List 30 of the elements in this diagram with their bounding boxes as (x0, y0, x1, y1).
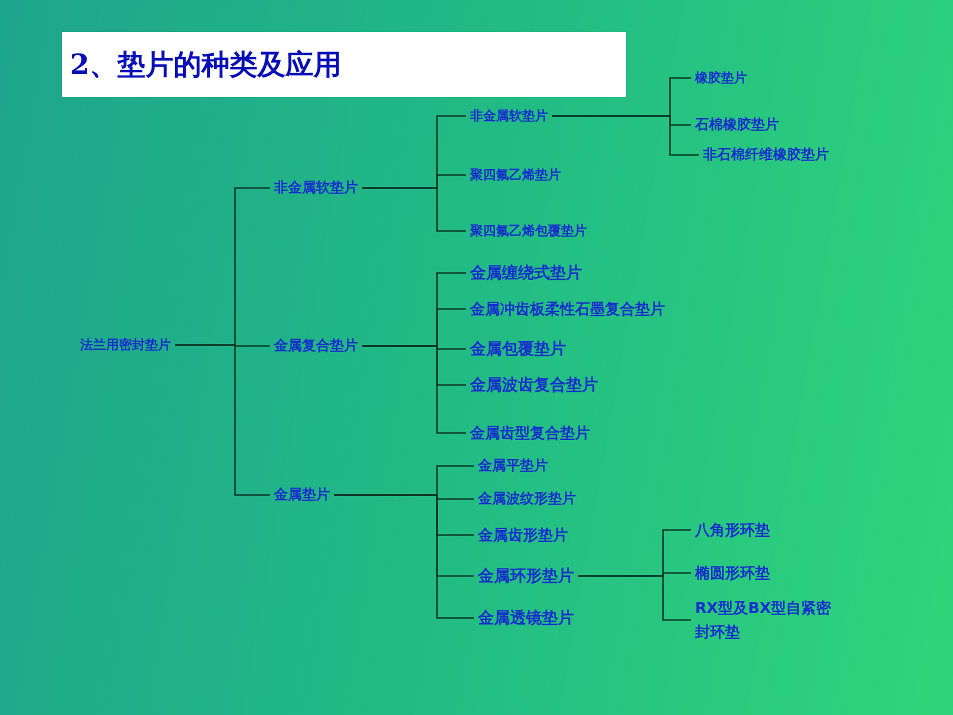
connector-line (362, 345, 466, 434)
node-label: 椭圆形环垫 (691, 564, 774, 582)
node-label: 非金属软垫片 (270, 179, 362, 197)
node-label: 金属波纹形垫片 (474, 490, 580, 508)
node-label: RX型及BX型自紧密封环垫 (691, 596, 849, 644)
connector-line (334, 494, 474, 619)
slide-title: 2、垫片的种类及应用 (62, 32, 626, 97)
connector-line (362, 187, 466, 232)
node-label: 金属齿型复合垫片 (466, 424, 594, 442)
node-label: 金属缠绕式垫片 (466, 262, 586, 284)
node-label: 非石棉纤维橡胶垫片 (699, 146, 833, 164)
node-label: 非金属软垫片 (466, 107, 552, 125)
node-label: 八角形环垫 (691, 520, 774, 540)
node-label: 金属冲齿板柔性石墨复合垫片 (466, 300, 669, 318)
node-label: 金属环形垫片 (474, 566, 578, 586)
connector-line (552, 115, 699, 156)
node-label: 聚四氟乙烯垫片 (466, 166, 565, 184)
node-label: 金属复合垫片 (270, 337, 362, 355)
node-label: 金属包覆垫片 (466, 338, 570, 360)
connector-line (578, 575, 691, 621)
connector-line (175, 344, 270, 496)
node-label: 聚四氟乙烯包覆垫片 (466, 222, 591, 240)
node-label: 橡胶垫片 (691, 69, 751, 87)
node-label: 金属齿形垫片 (474, 526, 572, 544)
node-label: 石棉橡胶垫片 (691, 116, 783, 134)
node-label: 金属波齿复合垫片 (466, 374, 602, 396)
node-label: 金属平垫片 (474, 457, 552, 475)
node-label: 金属透镜垫片 (474, 608, 578, 628)
node-label: 金属垫片 (270, 486, 334, 504)
node-label: 法兰用密封垫片 (76, 336, 175, 354)
